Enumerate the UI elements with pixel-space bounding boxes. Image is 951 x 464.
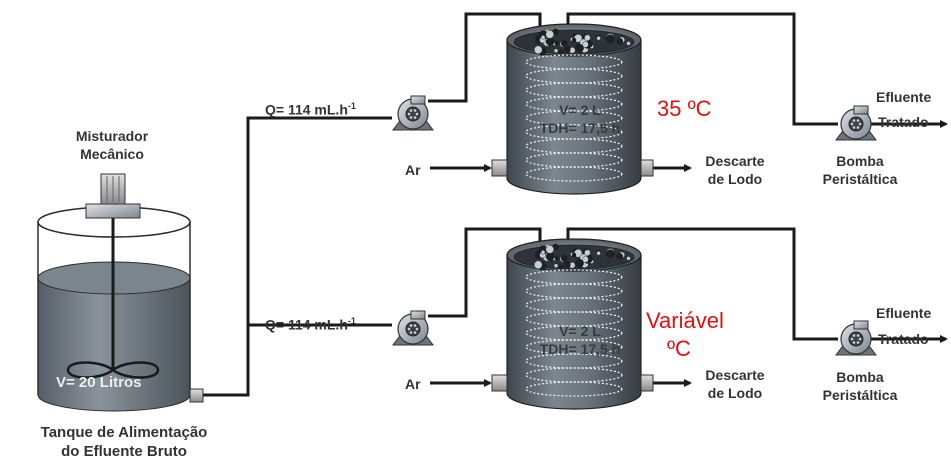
reactor1-pump-line2: Peristáltica	[822, 171, 898, 187]
reactor2-pipes	[428, 227, 838, 341]
reactor1-air-label: Ar	[405, 162, 421, 178]
reactor2-spiral-support	[525, 269, 623, 397]
reactor2-pump-line2: Peristáltica	[822, 387, 898, 403]
reactor1-pipes	[428, 12, 838, 126]
reactor2-discharge-line2: de Lodo	[707, 385, 763, 401]
reactor2-peristaltic-pump	[835, 320, 877, 356]
reactor1-air-port	[491, 159, 508, 177]
reactor1-volume: V= 2 L	[559, 102, 601, 118]
reactor-train-1	[392, 12, 948, 195]
reactor1-vessel	[491, 23, 654, 195]
reactor2-feed-pump	[392, 310, 434, 346]
reactor2-temperature-line2: ºC	[667, 336, 691, 361]
mechanical-mixer	[66, 173, 160, 379]
reactor1-hrt: TDH= 17,5 h	[539, 120, 621, 136]
reactor1-spiral-support	[525, 54, 623, 182]
reactor2-discharge-port	[640, 374, 654, 392]
reactor2-air-label: Ar	[405, 376, 421, 392]
reactor2-pump-line1: Bomba	[836, 369, 884, 385]
reactor2-flow-label: Q= 114 mL.h-1	[265, 316, 356, 333]
reactor1-feed-pump	[392, 95, 434, 131]
feed-tank-outlet	[189, 388, 204, 403]
feed-tank-caption-line1: Tanque de Alimentação	[40, 424, 208, 441]
reactor2-volume: V= 2 L	[559, 323, 601, 339]
reactor1-discharge-line2: de Lodo	[707, 171, 763, 187]
feed-tank-caption-line2: do Efluente Bruto	[61, 443, 187, 460]
reactor1-biomass	[534, 28, 631, 56]
mixer-label-line2: Mecânico	[80, 146, 144, 162]
mixer-label-line1: Misturador	[75, 128, 149, 144]
reactor1-discharge-line1: Descarte	[705, 153, 765, 169]
reactor1-flow-label: Q= 114 mL.h-1	[265, 101, 356, 118]
reactor2-temperature-line1: Variável	[646, 308, 724, 333]
feed-pipes	[203, 116, 392, 397]
reactor-train-2	[392, 227, 948, 410]
reactor2-biomass	[534, 243, 631, 271]
reactor1-temperature-line1: 35 ºC	[657, 96, 712, 121]
feed-tank-volume: V= 20 Litros	[56, 374, 142, 391]
reactor1-pump-line1: Bomba	[836, 153, 884, 169]
reactor2-vessel	[491, 238, 654, 410]
reactor1-discharge-port	[640, 159, 654, 177]
reactor2-air-port	[491, 374, 508, 392]
reactor1-effluent-line2: Tratado	[878, 114, 929, 130]
reactor2-effluent-line1: Efluente	[876, 305, 932, 321]
reactor2-hrt: TDH= 17,5 h	[539, 341, 621, 357]
mixer-plate	[85, 203, 141, 219]
reactor1-peristaltic-pump	[835, 105, 877, 141]
reactor2-effluent-line2: Tratado	[878, 331, 929, 347]
reactor2-discharge-line1: Descarte	[705, 367, 765, 383]
reactor1-effluent-line1: Efluente	[876, 89, 932, 105]
mixer-impeller	[66, 361, 160, 379]
